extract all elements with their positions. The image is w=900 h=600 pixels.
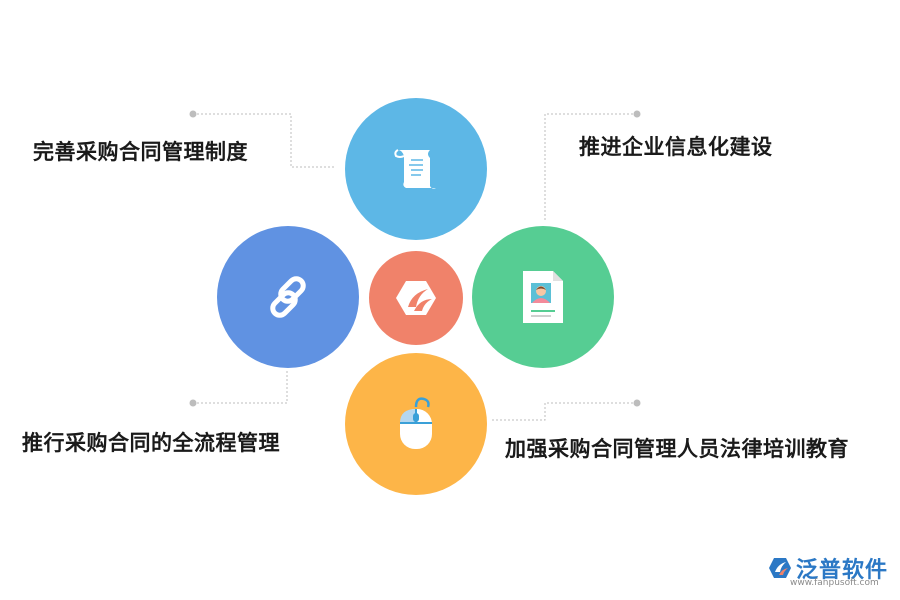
connector-bottom-left [193, 370, 288, 404]
label-bottom-left: 推行采购合同的全流程管理 [22, 431, 280, 455]
brand-mark-icon [769, 558, 791, 578]
connector-dot [189, 110, 197, 118]
connector-dot [633, 110, 641, 118]
label-top-right: 推进企业信息化建设 [579, 135, 773, 159]
circle-right [472, 226, 614, 368]
circle-center [369, 251, 463, 345]
mouse-icon [400, 397, 432, 449]
brand-name: 泛普软件 [796, 558, 889, 583]
connector-bottom-right [492, 402, 637, 421]
circle-top [345, 98, 487, 240]
circle-left [217, 226, 359, 368]
connector-top-left [193, 113, 335, 168]
connector-dot [633, 399, 641, 407]
label-bottom-right: 加强采购合同管理人员法律培训教育 [505, 437, 849, 461]
brand-logo: 泛普软件 [768, 552, 888, 584]
connector-top-right [544, 113, 637, 220]
connector-dot [189, 399, 197, 407]
id-card-icon [523, 271, 563, 323]
label-top-left: 完善采购合同管理制度 [33, 140, 248, 164]
brand-url: www.fanpusoft.com [790, 578, 879, 588]
link-icon [270, 276, 306, 318]
brand-logo-icon [396, 281, 436, 315]
circle-bottom [345, 353, 487, 495]
scroll-icon [394, 149, 436, 189]
